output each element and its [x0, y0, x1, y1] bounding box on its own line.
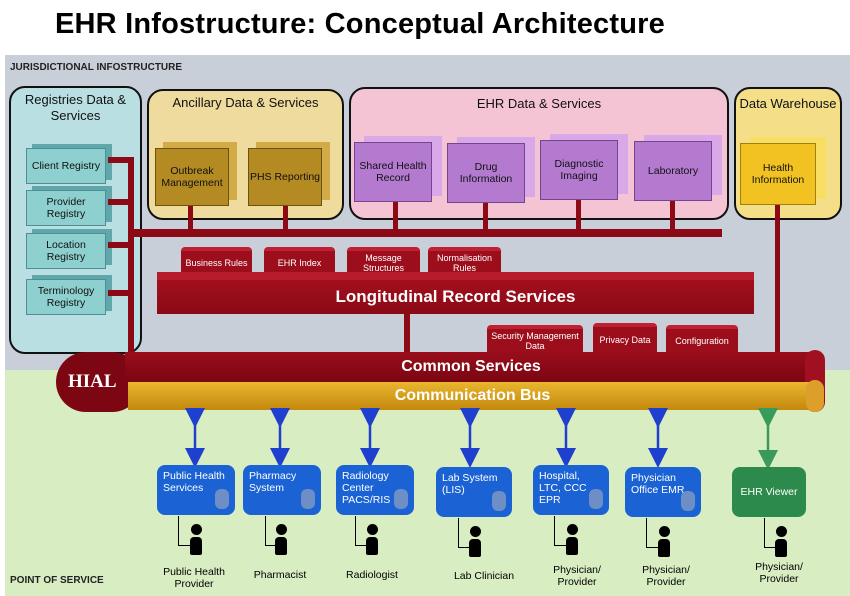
- radiology-center-label: Radiology Center PACS/RIS: [342, 470, 391, 506]
- pipe-warehouse-vertical: [775, 205, 780, 355]
- database-icon: [681, 491, 695, 511]
- person-icon-body: [366, 537, 378, 555]
- person-icon-body: [469, 539, 481, 557]
- radiology-center: Radiology Center PACS/RIS: [336, 465, 414, 515]
- business-rules: Business Rules: [181, 247, 252, 274]
- normalisation-rules: Normalisation Rules: [428, 247, 501, 274]
- phs-reporting: PHS Reporting: [248, 148, 322, 206]
- security-management-data: Security Management Data: [487, 325, 583, 352]
- role-physician-provider: Physician/ Provider: [755, 561, 803, 585]
- location-registry: Location Registry: [26, 233, 106, 269]
- pipe-ehr-2: [483, 203, 488, 231]
- person-icon-body: [775, 539, 787, 557]
- connector-2: [265, 516, 278, 546]
- person-icon: [470, 526, 481, 537]
- ehr-index: EHR Index: [264, 247, 335, 274]
- physician-office-emr-label: Physician Office EMR: [631, 472, 685, 496]
- person-icon: [567, 524, 578, 535]
- terminology-registry: Terminology Registry: [26, 279, 106, 315]
- drug-information: Drug Information: [447, 143, 525, 203]
- role-public-health-provider: Public Health Provider: [163, 566, 225, 590]
- role-physician-provider: Physician/ Provider: [553, 564, 601, 588]
- pipe-client: [108, 157, 133, 163]
- message-structures: Message Structures: [347, 247, 420, 274]
- role-radiologist: Radiologist: [346, 569, 398, 581]
- person-icon-body: [566, 537, 578, 555]
- person-icon: [367, 524, 378, 535]
- database-icon: [589, 489, 603, 509]
- database-icon: [215, 489, 229, 509]
- connector-5: [554, 516, 568, 546]
- jurisdictional-label: JURISDICTIONAL INFOSTRUCTURE: [10, 62, 183, 73]
- pipe-lrs-down: [404, 312, 410, 354]
- connector-4: [458, 518, 471, 548]
- ehr-title: EHR Data & Services: [476, 96, 602, 111]
- diagnostic-imaging: Diagnostic Imaging: [540, 140, 618, 200]
- pipe-location: [108, 242, 133, 248]
- person-icon-body: [658, 539, 670, 557]
- role-physician-provider: Physician/ Provider: [642, 564, 690, 588]
- database-icon: [394, 489, 408, 509]
- pipe-anc-2: [283, 206, 288, 231]
- pipe-registries-vertical: [128, 157, 134, 355]
- pipe-ehr-4: [670, 201, 675, 231]
- pipe-ehr-3: [576, 200, 581, 231]
- connector-6: [646, 518, 660, 548]
- registries-title: Registries Data & Services: [24, 92, 127, 123]
- person-icon-body: [275, 537, 287, 555]
- connector-1: [178, 516, 193, 546]
- pipe-anc-1: [188, 206, 193, 231]
- lab-system-label: Lab System (LIS): [442, 472, 498, 496]
- ehr-viewer-label: EHR Viewer: [740, 486, 798, 498]
- ancillary-title: Ancillary Data & Services: [172, 95, 319, 110]
- pipe-ehr-1: [393, 202, 398, 231]
- role-pharmacist: Pharmacist: [253, 569, 307, 581]
- communication-bus-end: [806, 380, 824, 412]
- outbreak-management: Outbreak Management: [155, 148, 229, 206]
- database-icon: [301, 489, 315, 509]
- data-warehouse-title: Data Warehouse: [739, 96, 837, 111]
- laboratory: Laboratory: [634, 141, 712, 201]
- point-of-service-label: POINT OF SERVICE: [10, 575, 104, 586]
- public-health-services: Public Health Services: [157, 465, 235, 515]
- pharmacy-system-label: Pharmacy System: [249, 470, 297, 494]
- person-icon: [659, 526, 670, 537]
- connector-3: [355, 516, 368, 546]
- person-icon-body: [190, 537, 202, 555]
- pipe-terminology: [108, 290, 133, 296]
- health-information: Health Information: [740, 143, 816, 205]
- ehr-viewer: EHR Viewer: [732, 467, 806, 517]
- pipe-main-horizontal: [134, 229, 722, 237]
- role-lab-clinician: Lab Clinician: [453, 570, 515, 582]
- privacy-data: Privacy Data: [593, 323, 657, 352]
- common-services: Common Services: [125, 352, 817, 382]
- longitudinal-record-services: Longitudinal Record Services: [157, 272, 754, 314]
- communication-bus: Communication Bus: [128, 382, 817, 410]
- hospital-epr: Hospital, LTC, CCC EPR: [533, 465, 609, 515]
- configuration: Configuration: [666, 325, 738, 352]
- pharmacy-system: Pharmacy System: [243, 465, 321, 515]
- provider-registry: Provider Registry: [26, 190, 106, 226]
- physician-office-emr: Physician Office EMR: [625, 467, 701, 517]
- person-icon: [276, 524, 287, 535]
- public-health-services-label: Public Health Services: [163, 470, 225, 494]
- pipe-provider: [108, 199, 133, 205]
- lab-system: Lab System (LIS): [436, 467, 512, 517]
- shared-health-record: Shared Health Record: [354, 142, 432, 202]
- page-title: EHR Infostructure: Conceptual Architectu…: [55, 8, 665, 40]
- database-icon: [492, 491, 506, 511]
- client-registry: Client Registry: [26, 148, 106, 184]
- person-icon: [191, 524, 202, 535]
- person-icon: [776, 526, 787, 537]
- hospital-epr-label: Hospital, LTC, CCC EPR: [539, 470, 587, 506]
- connector-7: [764, 518, 778, 548]
